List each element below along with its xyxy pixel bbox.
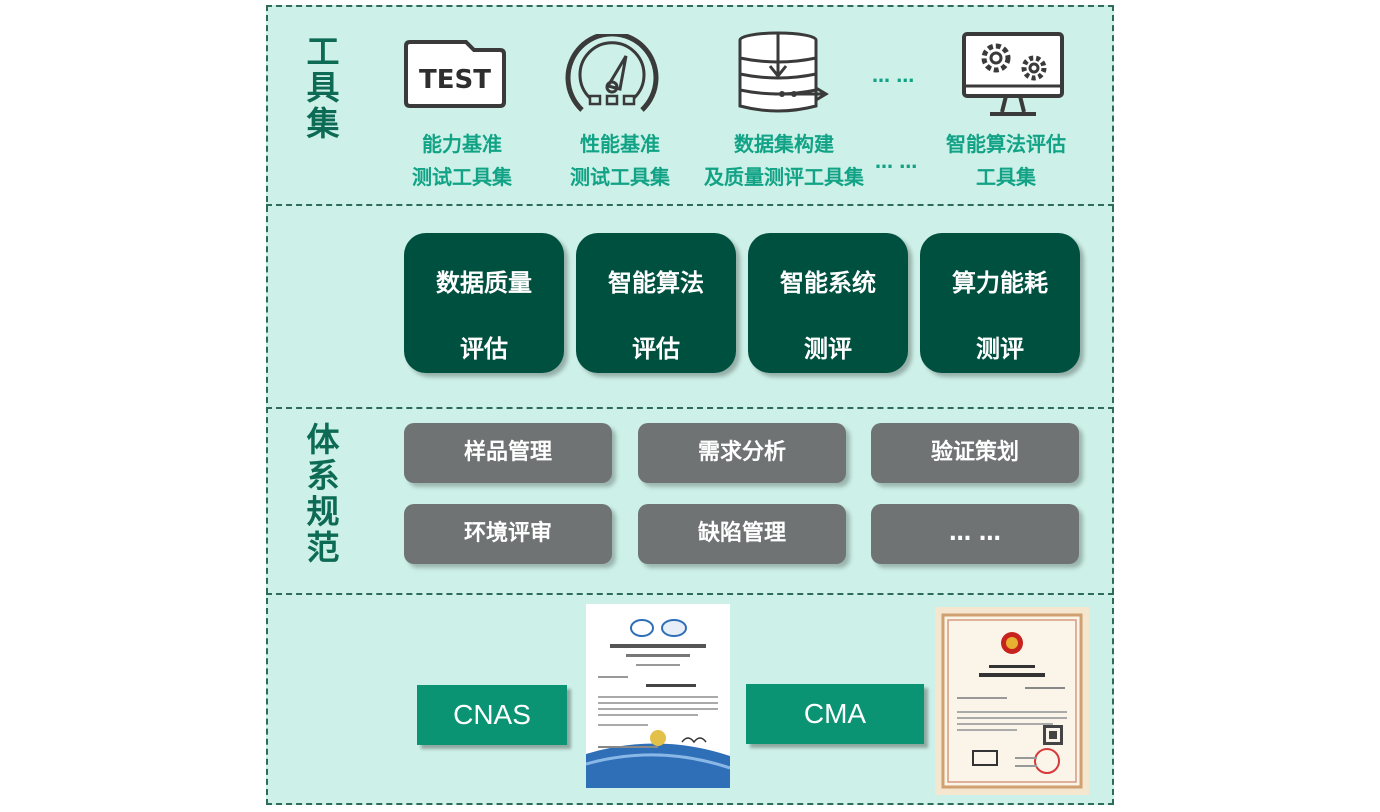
tool-label-dataset: 数据集构建 及质量测评工具集	[704, 132, 864, 189]
gauge-icon	[564, 31, 660, 118]
system-item-more: … …	[871, 504, 1079, 564]
toolset-more-dots-mid: … …	[875, 152, 918, 173]
eval-line1: 算力能耗	[952, 269, 1048, 297]
eval-line2: 评估	[460, 335, 508, 363]
tool-label-algorithm: 智能算法评估 工具集	[946, 132, 1066, 189]
eval-line2: 评估	[632, 335, 680, 363]
system-item-environment-review: 环境评审	[404, 504, 612, 564]
eval-line1: 智能系统	[780, 269, 876, 297]
toolset-label: 工 具 集	[306, 32, 340, 143]
cnas-certificate-image	[585, 604, 731, 788]
tool-label-capability: 能力基准 测试工具集	[412, 132, 512, 189]
test-icon: TEST	[402, 38, 508, 110]
divider-evaluation	[266, 407, 1114, 409]
system-item-requirement-analysis: 需求分析	[638, 423, 846, 483]
eval-intelligent-system: 智能系统 测评	[748, 233, 908, 373]
eval-line2: 测评	[804, 335, 852, 363]
tool-label-performance: 性能基准 测试工具集	[570, 132, 670, 189]
divider-system	[266, 593, 1114, 595]
monitor-gears-icon	[960, 30, 1066, 122]
eval-line1: 智能算法	[608, 269, 704, 297]
eval-line2: 测评	[976, 335, 1024, 363]
system-item-sample-management: 样品管理	[404, 423, 612, 483]
database-icon	[736, 30, 832, 116]
cnas-tag: CNAS	[417, 685, 567, 745]
eval-intelligent-algorithm: 智能算法 评估	[576, 233, 736, 373]
test-icon-text: TEST	[419, 65, 491, 95]
eval-line1: 数据质量	[436, 269, 532, 297]
system-item-verification-planning: 验证策划	[871, 423, 1079, 483]
cma-certificate-image	[935, 607, 1089, 795]
toolset-more-dots-top: … …	[872, 66, 915, 87]
system-item-defect-management: 缺陷管理	[638, 504, 846, 564]
divider-toolset	[266, 204, 1114, 206]
eval-data-quality: 数据质量 评估	[404, 233, 564, 373]
system-label: 体 系 规 范	[306, 420, 340, 567]
eval-compute-energy: 算力能耗 测评	[920, 233, 1080, 373]
cma-tag: CMA	[746, 684, 924, 744]
